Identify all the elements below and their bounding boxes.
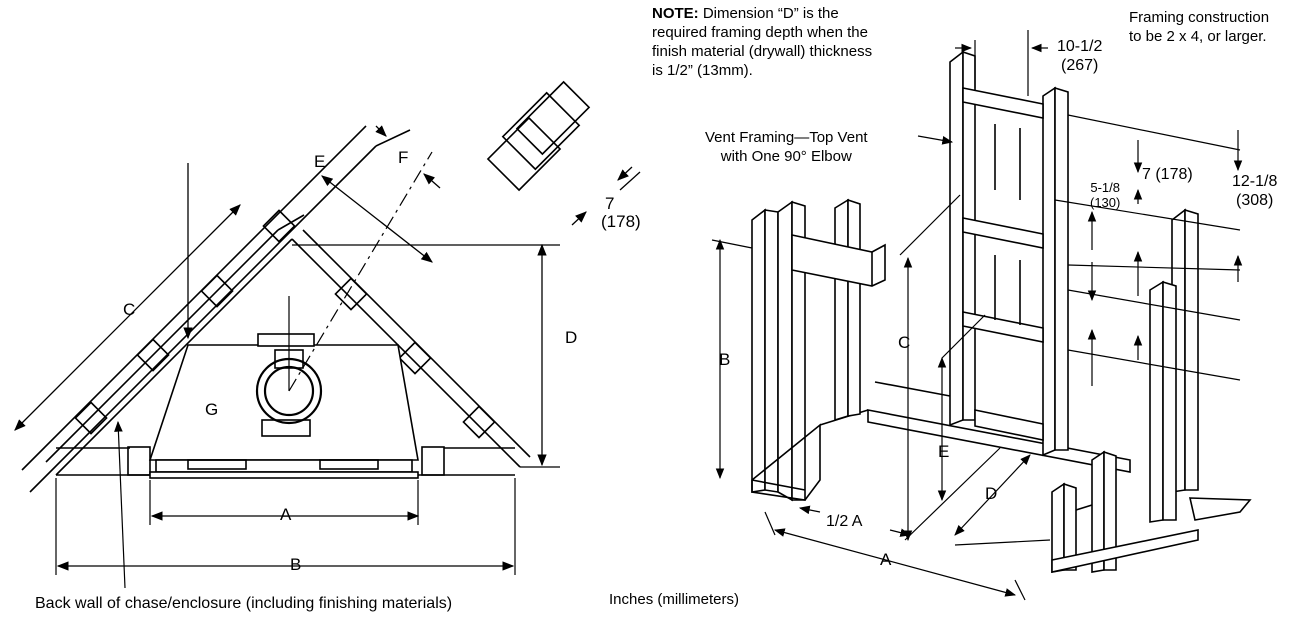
left-label-c: C	[123, 300, 136, 319]
units-note: Inches (millimeters)	[609, 591, 740, 608]
right-dim-10-mm: (267)	[1061, 57, 1099, 74]
right-label-b: B	[719, 350, 731, 369]
left-label-e: E	[314, 152, 326, 171]
note-line-4: is 1/2” (13mm).	[652, 62, 753, 79]
corner-plan-view	[14, 80, 641, 589]
vent-framing-line-1: Vent Framing—Top Vent	[705, 129, 868, 146]
left-framing-wall	[751, 198, 886, 502]
left-label-f: F	[398, 148, 409, 167]
right-framing-wall	[1051, 208, 1199, 573]
right-dim-10: 10-1/2 (267)	[1057, 37, 1102, 75]
left-label-g: G	[205, 400, 219, 419]
framing-isometric-view	[711, 30, 1252, 601]
framing-note-line-1: Framing construction	[1129, 9, 1270, 26]
left-dim-7: 7	[605, 194, 615, 213]
note-line-3: finish material (drywall) thickness	[652, 43, 873, 60]
note-bold-label: NOTE:	[652, 5, 699, 22]
framing-note-line-2: to be 2 x 4, or larger.	[1129, 28, 1267, 45]
framing-construction-note: Framing construction to be 2 x 4, or lar…	[1129, 8, 1269, 46]
left-dim-7-mm: (178)	[601, 212, 641, 231]
left-label-d: D	[565, 328, 578, 347]
right-dim-12: 12-1/8 (308)	[1232, 172, 1277, 210]
dim-e	[321, 175, 433, 263]
note-line-1: Dimension “D” is the	[698, 5, 839, 22]
right-label-e: E	[938, 442, 950, 461]
right-dim-7: 7 (178)	[1142, 166, 1193, 183]
note-line-2: required framing depth when the	[652, 24, 868, 41]
right-label-d: D	[985, 484, 998, 503]
right-dim-12-mm: (308)	[1236, 192, 1274, 209]
framing-depth-note: NOTE: Dimension “D” is the required fram…	[652, 4, 872, 80]
vent-chase-frame	[949, 50, 1069, 457]
right-label-half-a: 1/2 A	[826, 513, 863, 530]
right-dim-5: 5-1/8 (130)	[1090, 180, 1120, 210]
fireplace-unit	[148, 333, 419, 479]
right-dim-10-in: 10-1/2	[1057, 38, 1103, 55]
dim-c	[14, 204, 241, 431]
vent-framing-line-2: with One 90° Elbow	[720, 148, 852, 165]
back-wall-caption: Back wall of chase/enclosure (including …	[35, 595, 453, 612]
right-label-c: C	[898, 333, 911, 352]
vent-framing-callout: Vent Framing—Top Vent with One 90° Elbow	[705, 128, 868, 166]
right-dim-12-in: 12-1/8	[1232, 173, 1278, 190]
right-dim-5-in: 5-1/8	[1090, 180, 1120, 195]
left-label-b: B	[290, 555, 302, 574]
left-label-a: A	[280, 505, 292, 524]
right-label-a: A	[880, 550, 892, 569]
right-dim-5-mm: (130)	[1090, 195, 1121, 210]
vent-cap	[486, 80, 591, 192]
